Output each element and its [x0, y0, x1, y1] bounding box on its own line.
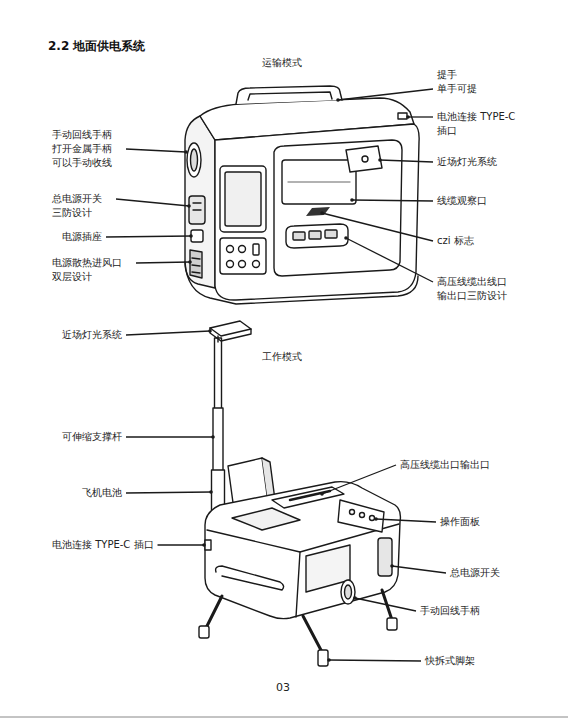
part-label: 手动回线手柄 打开金属手柄 可以手动收线	[52, 128, 122, 170]
leader-dot	[187, 204, 191, 208]
leader-dot	[188, 260, 192, 264]
leader-dot	[211, 435, 215, 439]
leader-line	[329, 660, 421, 661]
leader-line	[126, 436, 213, 437]
leader-line	[158, 544, 204, 545]
part-label: 提手 单手可提	[437, 68, 483, 96]
mode-heading: 运输模式	[262, 56, 302, 70]
leader-line	[355, 598, 416, 611]
part-label: 近场灯光系统	[437, 155, 497, 169]
leader-line	[126, 492, 211, 493]
leader-dot	[344, 236, 348, 240]
part-label: 高压线缆出口输出口	[400, 458, 490, 472]
part-label: 总电源开关	[450, 566, 500, 580]
leader-line	[116, 199, 189, 206]
leader-dot	[189, 234, 193, 238]
part-label: czi 标志	[437, 234, 474, 248]
leader-dot	[202, 543, 206, 547]
leader-line	[352, 200, 433, 201]
part-label: 电池连接 TYPE-C 插口	[52, 538, 154, 552]
part-label: 快拆式脚架	[425, 654, 475, 668]
section-title: 2.2 地面供电系统	[48, 38, 145, 55]
leader-line	[338, 89, 433, 100]
leader-dot	[184, 150, 188, 154]
leader-line	[136, 262, 190, 263]
leader-dot	[374, 517, 378, 521]
leader-dot	[378, 158, 382, 162]
leader-line	[126, 149, 186, 152]
leader-dot	[208, 329, 212, 333]
leader-dot	[320, 211, 324, 215]
mode-heading: 工作模式	[262, 350, 302, 364]
part-label: 高压线缆出线口 输出口三防设计	[437, 275, 517, 303]
page-number: 03	[276, 680, 290, 695]
leader-line	[106, 236, 191, 237]
leader-line	[380, 160, 433, 162]
leader-dot	[350, 198, 354, 202]
leader-dot	[390, 564, 394, 568]
leader-line	[392, 566, 446, 573]
part-label: 电池连接 TYPE-C 插口	[437, 110, 529, 138]
part-label: 线缆观察口	[437, 194, 487, 208]
part-label: 电源插座	[62, 230, 102, 244]
leader-line	[346, 238, 433, 282]
part-label: 飞机电池	[82, 486, 122, 500]
part-label: 总电源开关 三防设计	[52, 192, 112, 220]
part-label: 近场灯光系统	[62, 328, 122, 342]
part-label: 可伸缩支撑杆	[62, 430, 122, 444]
leader-line	[322, 465, 396, 494]
leader-dot	[336, 98, 340, 102]
leader-line	[408, 116, 433, 117]
leader-dot	[406, 115, 410, 119]
part-label: 电源散热进风口 双层设计	[52, 256, 132, 284]
leader-dot	[320, 492, 324, 496]
leader-dot	[327, 658, 331, 662]
leader-line	[126, 331, 210, 335]
part-label: 操作面板	[440, 515, 480, 529]
leader-dot	[209, 490, 213, 494]
leader-dot	[353, 596, 357, 600]
leader-line	[322, 213, 433, 241]
part-label: 手动回线手柄	[420, 604, 480, 618]
leader-line	[376, 519, 436, 522]
